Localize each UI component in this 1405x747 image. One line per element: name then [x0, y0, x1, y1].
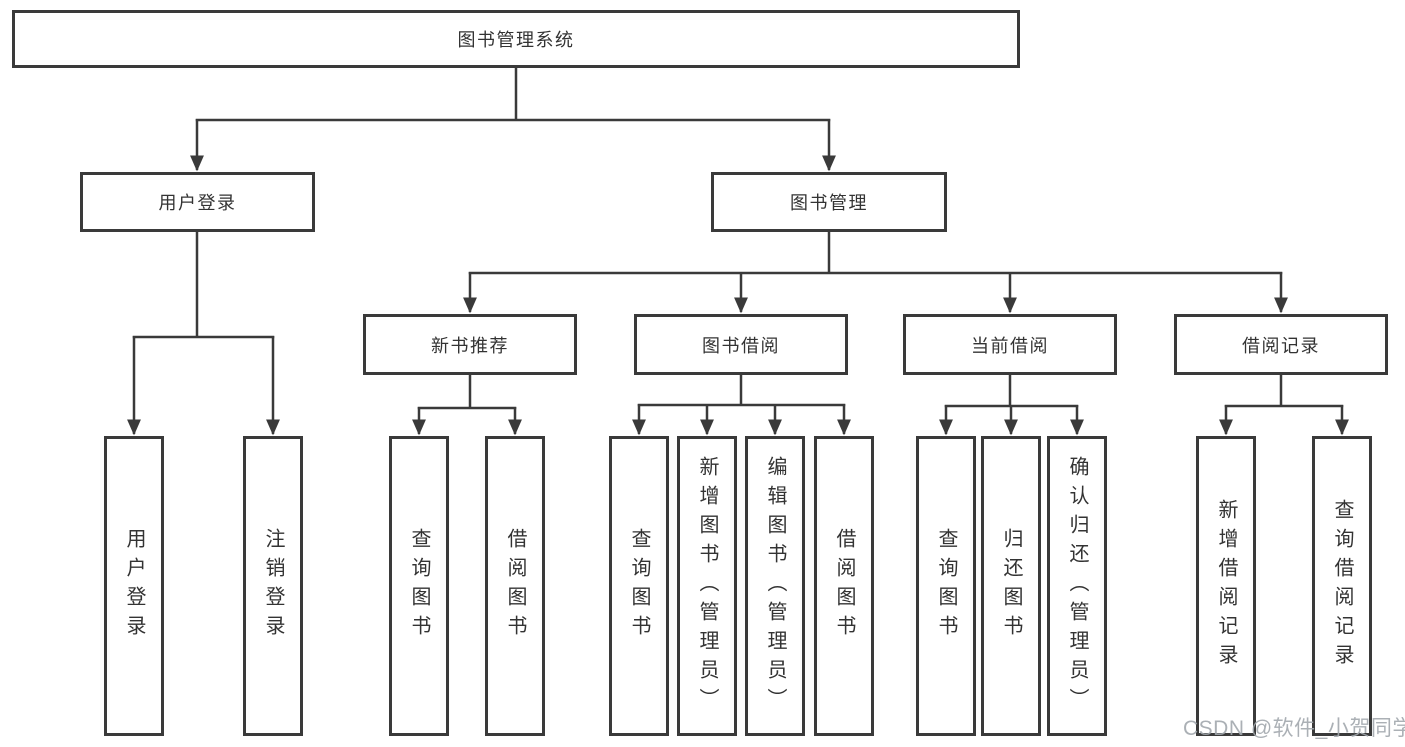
node-leaf-edit-book-admin: 编辑图书（管理员）	[745, 436, 805, 736]
node-leaf-add-book-admin: 新增图书（管理员）	[677, 436, 737, 736]
csdn-watermark: CSDN @软件_小贺同学	[1183, 717, 1405, 740]
node-borrow-records: 借阅记录	[1174, 314, 1388, 375]
node-root: 图书管理系统	[12, 10, 1020, 68]
node-new-book-recommend: 新书推荐	[363, 314, 577, 375]
node-book-borrow: 图书借阅	[634, 314, 848, 375]
node-leaf-query-books-current: 查询图书	[916, 436, 976, 736]
node-current-borrow: 当前借阅	[903, 314, 1117, 375]
node-leaf-query-books-borrow: 查询图书	[609, 436, 669, 736]
node-user-login: 用户登录	[80, 172, 315, 232]
node-leaf-logout: 注销登录	[243, 436, 303, 736]
node-leaf-query-books-recommend: 查询图书	[389, 436, 449, 736]
node-leaf-query-borrow-record: 查询借阅记录	[1312, 436, 1372, 736]
node-leaf-add-borrow-record: 新增借阅记录	[1196, 436, 1256, 736]
node-leaf-borrow-books-recommend: 借阅图书	[485, 436, 545, 736]
node-book-management: 图书管理	[711, 172, 947, 232]
node-leaf-confirm-return-admin: 确认归还（管理员）	[1047, 436, 1107, 736]
node-leaf-return-books: 归还图书	[981, 436, 1041, 736]
node-leaf-user-login: 用户登录	[104, 436, 164, 736]
node-leaf-borrow-books: 借阅图书	[814, 436, 874, 736]
